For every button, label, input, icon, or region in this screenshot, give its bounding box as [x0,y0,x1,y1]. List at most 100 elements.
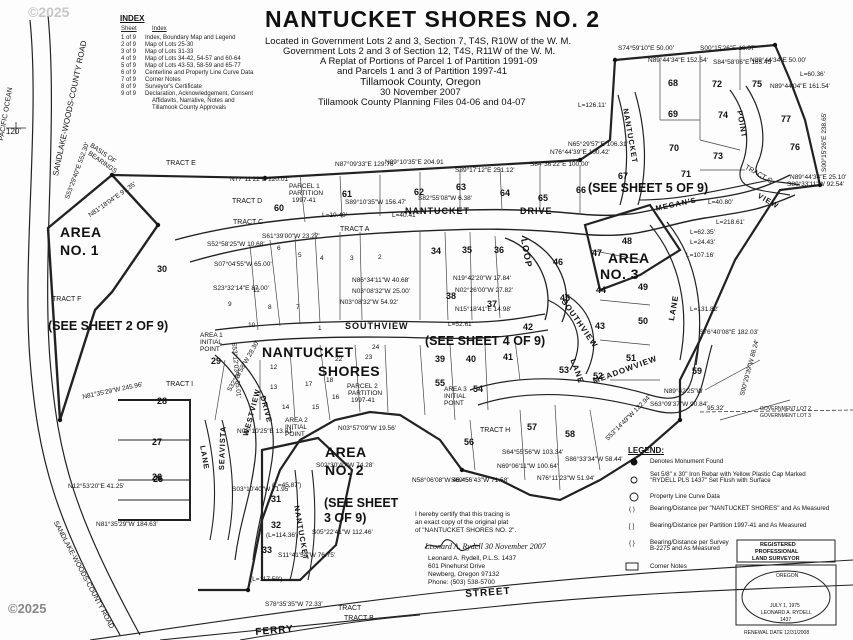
bearing-29: 95.32' [707,405,725,412]
seavista-w [204,419,216,541]
lot-71: 71 [681,169,692,179]
small-lot-8: 10 [248,322,256,329]
lot-69: 69 [668,109,679,119]
bearing-6: N65°29'57"E 106.31' [568,141,628,148]
nantucket-south-w [289,469,299,581]
bearing-68: S61°39'00"W 23.27' [262,233,320,240]
index-desc-10: Affidavits, Narrative, Notes and [152,98,235,104]
area1-initial-c: POINT [200,346,220,353]
small-lot-5: 2 [378,254,382,261]
bearing-66: L=10.40' [322,212,347,219]
gov-lot-3: GOVERNMENT LOT 3 [760,413,811,419]
see-sheet-5-label: (SEE SHEET 5 OF 9) [588,181,709,195]
bearing-24: L=131.82' [690,306,719,313]
tract-i: TRACT I [166,381,194,388]
area2-label-a: AREA [325,444,367,460]
plat-title: NANTUCKET SHORES NO. 2 [265,6,601,32]
see-sheet-2-label: (SEE SHEET 2 OF 9) [48,319,169,333]
legend-sym-6: { } [629,540,635,547]
lot-49: 49 [638,282,649,292]
area2-boundary [260,436,354,582]
signature: Leonard A. Rydell 30 November 2007 [425,542,546,551]
bearing-69: S52°58'25"W 10.68' [207,241,265,248]
bearing-34: S64°55'56"W 103.34' [502,449,564,456]
southview-south [219,329,549,346]
subtitle-line-4: and Parcels 1 and 3 of Partition 1997-41 [337,66,508,77]
watermark-bottom: ©2025 [8,601,47,616]
parcel-1-c: 1997-41 [292,197,316,204]
stamp-renewal: RENEWAL DATE 12/31/2008 [744,630,810,636]
lot-58: 58 [565,429,576,439]
bearing-55: S07°04'55"W 65.00' [214,261,272,268]
lot-37: 37 [487,299,498,309]
lot-43: 43 [595,321,606,331]
lot-50: 50 [638,316,649,326]
stamp-box [735,564,837,626]
index-desc-7: Corner Notes [145,77,181,83]
bearing-42: (L=45.87') [272,482,302,489]
subtitle-line-7: Tillamook County Planning Files 04-06 an… [318,97,526,108]
parcel-1-a: PARCEL 1 [289,183,320,190]
lot-40: 40 [466,354,477,364]
point-w [729,89,791,196]
bearing-20: L=218.61' [716,219,745,226]
stamp-line-6: LEONARD A. RYDELL [761,610,812,616]
lot-25: 25 [153,474,164,484]
cert-line-6: Newberg, Oregon 97132 [428,571,500,578]
point-e [745,85,801,186]
subtitle-line-2: Government Lots 2 and 3 of Section 12, T… [283,46,556,57]
bearing-35: S69°56'43"W 71.58' [451,477,509,484]
bearing-15: S00°15'26"E 238.65' [821,112,828,172]
scale-tick [6,122,26,134]
lot-72: 72 [712,79,723,89]
lot-77: 77 [781,114,792,124]
index-desc-1: Index, Boundary Map and Legend [145,35,236,41]
index-desc-2: Map of Lots 25-30 [145,42,194,48]
parcel-2-b: PARTITION [348,390,383,397]
stamp-ellipse [741,570,831,624]
lot-31: 31 [271,494,282,504]
bearing-61: N02°26'00"W 27.82' [455,287,513,294]
lot-53: 53 [559,365,570,375]
lot-66: 66 [576,185,587,195]
tract-b-top: TRACT [338,605,362,612]
index-sheet-9: 9 of 9 [121,91,137,97]
area2-initial-b: INITIAL [285,424,308,431]
index-sheet-1: 1 of 9 [121,35,137,41]
degree-label: 120' [6,127,21,136]
tract-b: TRACT B [344,615,374,622]
nantucket-shores-label-a: NANTUCKET [262,344,354,360]
area2-label-b: NO. 2 [325,462,365,478]
index-desc-4: Map of Lots 34-42, 54-57 and 60-64 [145,56,241,62]
lot-39: 39 [435,354,446,364]
small-lot-17: 17 [305,381,313,388]
small-lot-15: 15 [312,404,320,411]
bearing-18: S80°33'11"W 92.54' [787,181,845,188]
bearing-44: (L=117.59') [250,576,283,583]
index-desc-11: Tillamook County Approvals [152,105,227,111]
see-sheet-3-label-b: 3 OF 9) [324,511,367,525]
lot-76: 76 [790,142,801,152]
area3-label-a: AREA [608,250,650,266]
subtitle-line-5: Tillamook County, Oregon [360,76,481,88]
small-lot-11: 1 [318,325,322,332]
nantucket-drive-north [174,174,791,241]
index-desc-5: Map of Lots 43-53, 58-59 and 65-77 [145,63,241,69]
legend-item-5: Bearing/Distance per Partition 1997-41 a… [650,522,807,529]
monument-dots [57,42,823,593]
bearing-2a: N87°09'33"E 129.76 [335,161,394,168]
index-sheet-4: 4 of 9 [121,56,137,62]
gov-lot-2: GOVERNMENT LOT 2 [760,406,811,412]
bearing-56: S23°32'14"E 87.00' [213,285,269,292]
bearing-62: N15°18'41"E 14.98' [455,306,512,313]
lot-34: 34 [431,246,442,256]
bearing-59: N03°08'32"W 54.92' [340,299,398,306]
subtitle-line-6: 30 November 2007 [380,87,461,98]
nantucket-south-e [307,469,316,581]
lot-64: 64 [500,188,511,198]
bearing-37: N03°57'09"W 19.56' [338,425,396,432]
small-lot-13: 13 [270,384,278,391]
cert-line-2: an exact copy of the original plat [415,519,509,526]
see-sheet-3-label-a: (SEE SHEET [324,496,399,510]
